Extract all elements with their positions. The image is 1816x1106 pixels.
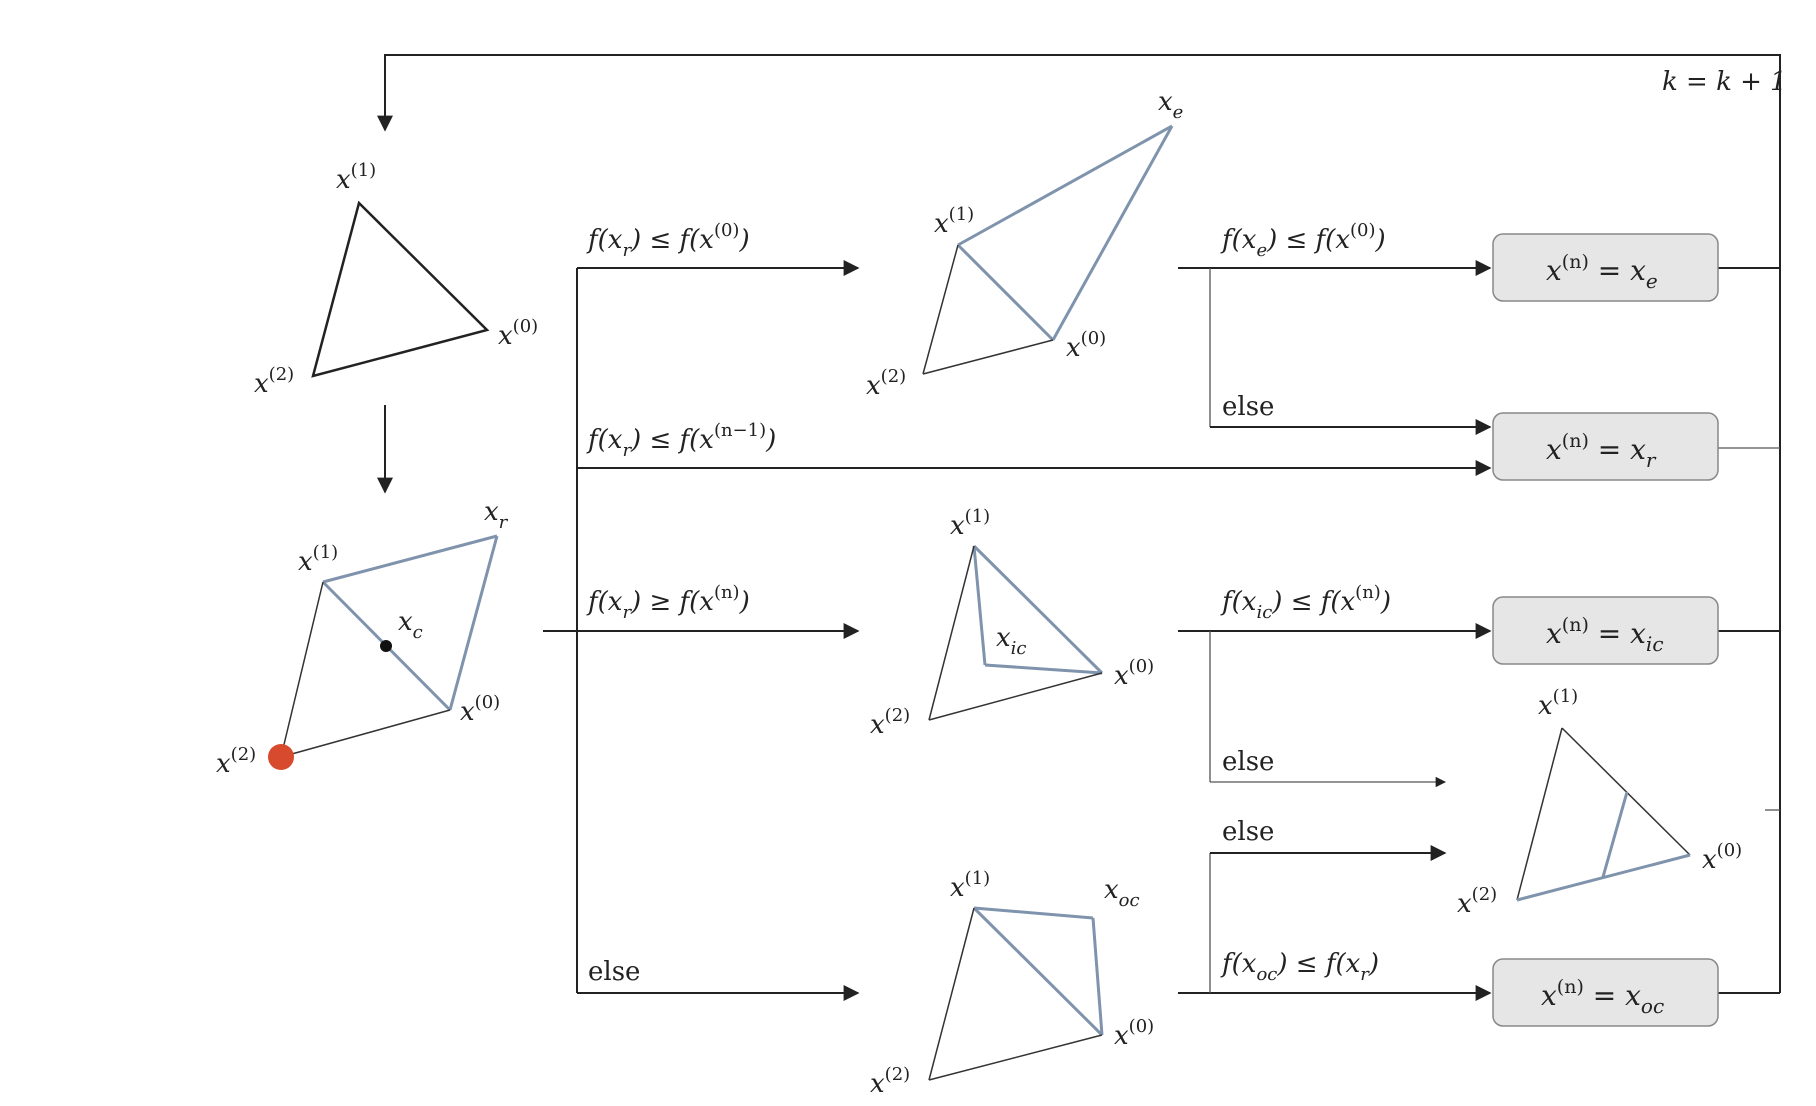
label-x1-b: x(1) bbox=[298, 542, 338, 577]
label-xr: xr bbox=[484, 497, 509, 533]
shrink-simplex bbox=[1516, 727, 1691, 902]
label-x2-b: x(2) bbox=[216, 744, 256, 779]
cond-expand-ok: f(xe) ≤ f(x(0)) bbox=[1220, 220, 1386, 261]
label-x0-s: x(0) bbox=[1702, 840, 1742, 875]
label-x1-ic: x(1) bbox=[950, 506, 990, 541]
cond-inside-ok: f(xic) ≤ f(x(n)) bbox=[1220, 582, 1391, 623]
inside-branch bbox=[1178, 623, 1492, 788]
cond-else-main: else bbox=[588, 957, 640, 987]
label-x1-oc: x(1) bbox=[950, 868, 990, 903]
cond-else-expand: else bbox=[1222, 392, 1274, 422]
box-inside: x(n) = xic bbox=[1492, 596, 1719, 665]
outside-contraction-simplex bbox=[928, 906, 1104, 1081]
label-x2-ic: x(2) bbox=[870, 705, 910, 740]
outside-branch bbox=[1178, 845, 1492, 1001]
label-x2-oc: x(2) bbox=[870, 1064, 910, 1099]
box-expand: x(n) = xe bbox=[1492, 233, 1719, 302]
expansion-branch bbox=[1178, 260, 1492, 435]
label-x0-e: x(0) bbox=[1066, 328, 1106, 363]
reflection-simplex bbox=[268, 534, 499, 770]
label-xoc: xoc bbox=[1104, 875, 1140, 911]
svg-text:x(n) = xe: x(n) = xe bbox=[1546, 251, 1658, 293]
label-x1-s: x(1) bbox=[1538, 686, 1578, 721]
inside-contraction-simplex bbox=[928, 544, 1104, 721]
cond-reflect-worst: f(xr) ≥ f(x(n)) bbox=[586, 582, 750, 623]
label-xc: xc bbox=[398, 607, 423, 643]
label-x2-s: x(2) bbox=[1457, 884, 1497, 919]
label-x2: x(2) bbox=[254, 364, 294, 399]
box-outside: x(n) = xoc bbox=[1492, 958, 1719, 1027]
expansion-simplex bbox=[922, 124, 1174, 375]
label-xe: xe bbox=[1158, 87, 1183, 123]
cond-else-inside: else bbox=[1222, 747, 1274, 777]
cond-reflect-second: f(xr) ≤ f(x(n−1)) bbox=[586, 420, 776, 461]
loop-back-connector bbox=[377, 54, 1781, 994]
loop-label: k = k + 1 bbox=[1662, 67, 1787, 97]
label-xic: xic bbox=[996, 623, 1027, 659]
label-x1: x(1) bbox=[336, 160, 376, 195]
label-x0-oc: x(0) bbox=[1114, 1016, 1154, 1051]
initial-simplex bbox=[311, 200, 490, 378]
label-x0: x(0) bbox=[498, 316, 538, 351]
box-reflect: x(n) = xr bbox=[1492, 412, 1719, 481]
label-x2-e: x(2) bbox=[866, 366, 906, 401]
label-x0-ic: x(0) bbox=[1114, 656, 1154, 691]
cond-reflect-best: f(xr) ≤ f(x(0)) bbox=[586, 220, 750, 261]
label-x1-e: x(1) bbox=[934, 204, 974, 239]
label-x0-b: x(0) bbox=[460, 692, 500, 727]
cond-else-outside: else bbox=[1222, 817, 1274, 847]
cond-outside-ok: f(xoc) ≤ f(xr) bbox=[1220, 949, 1379, 985]
branch-trunk bbox=[543, 260, 1492, 1001]
